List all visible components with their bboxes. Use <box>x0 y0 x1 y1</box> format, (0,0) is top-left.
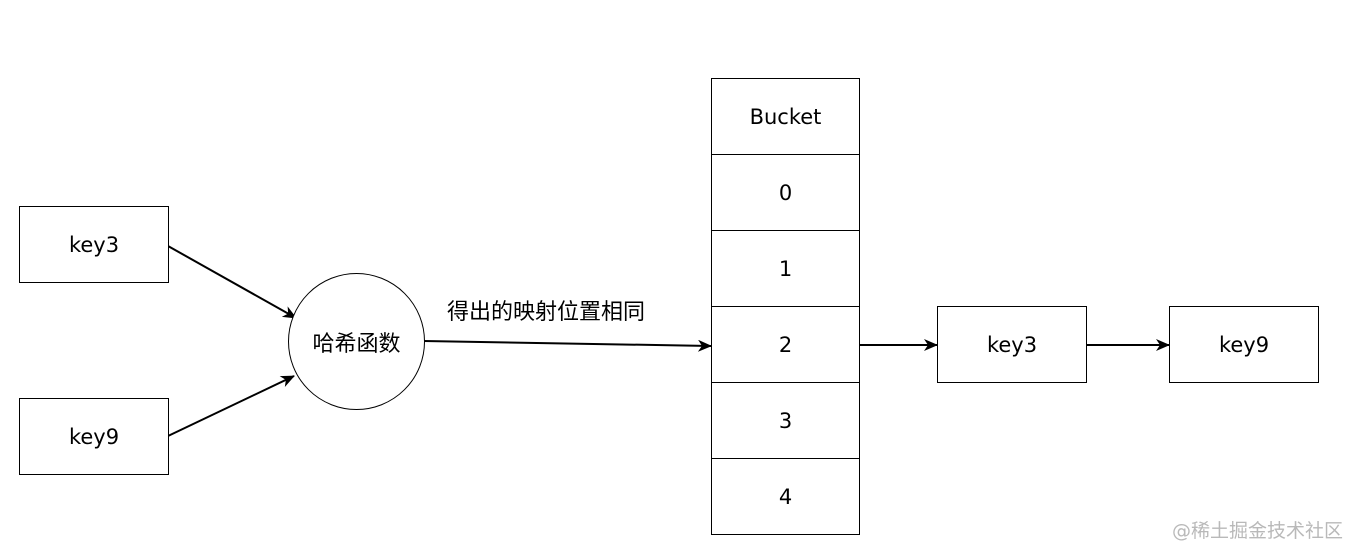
bucket-header: Bucket <box>712 79 859 155</box>
bucket-slot-0: 0 <box>712 155 859 231</box>
bucket-table: Bucket 0 1 2 3 4 <box>711 78 860 535</box>
edge-label: 得出的映射位置相同 <box>447 300 646 325</box>
arrow-key9-to-hash <box>167 375 295 437</box>
input-key3-box: key3 <box>19 206 169 283</box>
bucket-slot-4: 4 <box>778 485 793 509</box>
input-key9-box: key9 <box>19 398 169 475</box>
hash-function-node: 哈希函数 <box>288 273 425 410</box>
chain-node-key9: key9 <box>1169 306 1319 383</box>
input-key9-label: key9 <box>68 424 120 449</box>
chain-node-key9-label: key9 <box>1218 332 1270 357</box>
arrow-hash-to-bucket <box>423 339 712 352</box>
input-key3-label: key3 <box>68 232 120 257</box>
chain-node-key3-label: key3 <box>986 332 1038 357</box>
arrow-key3-to-hash <box>167 245 297 319</box>
bucket-slot-2: 2 <box>712 307 859 383</box>
bucket-slot-3: 3 <box>712 383 859 459</box>
chain-node-key3: key3 <box>937 306 1087 383</box>
hash-function-label: 哈希函数 <box>312 331 401 357</box>
bucket-slot-1: 1 <box>712 231 859 307</box>
watermark: @稀土掘金技术社区 <box>1171 520 1343 542</box>
